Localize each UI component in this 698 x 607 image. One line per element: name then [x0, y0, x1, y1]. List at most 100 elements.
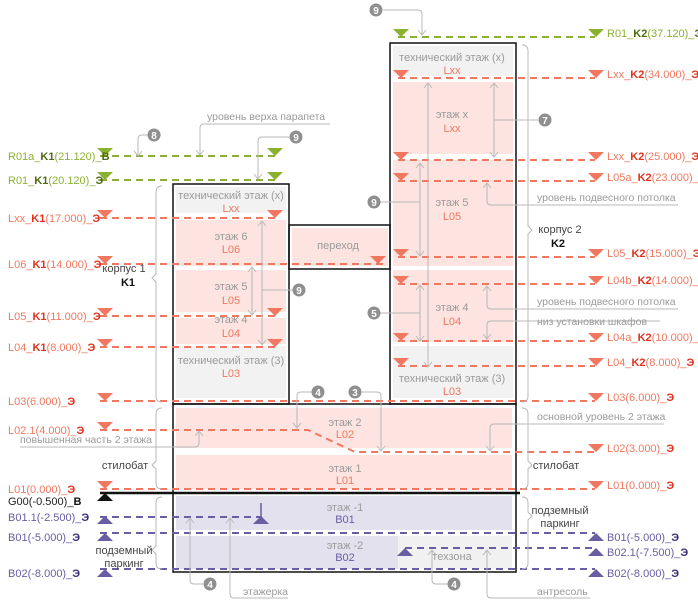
level-label-b02-1-right: B02.1(-7.500)_Э	[607, 547, 688, 559]
k1-brace	[151, 185, 163, 403]
passage-title: переход	[317, 240, 359, 252]
k1-floor4-title: этаж 4	[215, 314, 248, 326]
floor-labels: технический этаж (x) Lxx этаж 6 L06 этаж…	[178, 52, 505, 564]
k1-tech3-fill	[176, 346, 286, 398]
marker-9-parapet: 9	[289, 130, 303, 144]
k2-tech3-fill	[393, 346, 513, 398]
parking-right-line2: паркинг	[540, 518, 579, 530]
level-label-lxx-k2-25: Lxx_K2(25.000)_Э	[607, 151, 698, 163]
k2-tech-x-code: Lxx	[443, 65, 461, 77]
triangle-down-icon	[267, 210, 283, 218]
level-label-r01-k2: R01_K2(37.120)_Э	[607, 28, 698, 40]
marker-4-right: 4	[447, 577, 461, 591]
triangle-down-icon	[588, 29, 604, 37]
triangle-down-icon	[97, 256, 113, 264]
techzone-fill	[398, 536, 512, 569]
triangle-down-icon	[97, 339, 113, 347]
level-label-b02-left: B02(-8.000)_Э	[8, 568, 80, 580]
stylobate-right-brace	[521, 407, 533, 490]
triangle-up-icon	[588, 533, 604, 541]
svg-text:4: 4	[451, 580, 457, 591]
k2-floor5-code: L05	[443, 211, 461, 223]
k1-tech-x-fill	[176, 187, 286, 213]
triangle-up-icon	[588, 548, 604, 556]
basement2-code: B02	[335, 552, 355, 564]
triangle-down-icon	[393, 276, 409, 284]
k1-tech3-title: технический этаж (3)	[178, 355, 284, 367]
level-label-l02-1-left: L02.1(4.000)_Э	[8, 425, 85, 437]
stylobate-right-label: стилобат	[533, 460, 579, 472]
triangle-down-icon	[97, 172, 113, 180]
k1-tech-x-code: Lxx	[222, 203, 240, 215]
floor2-fill	[176, 408, 512, 448]
marker-9-k2: 9	[367, 195, 381, 209]
note-mezzanine: антресоль	[537, 586, 588, 598]
floor1-title: этаж 1	[329, 463, 362, 475]
marker-9-k1: 9	[292, 283, 306, 297]
triangle-down-icon	[393, 29, 409, 37]
note-parapet: уровень верха парапета	[207, 111, 325, 123]
triangle-up-icon	[97, 569, 113, 577]
triangle-down-icon	[97, 481, 113, 489]
triangle-down-icon	[588, 481, 604, 489]
l02-line	[100, 429, 595, 453]
basement1-code: B01	[335, 514, 355, 526]
level-label-r01a-k1: R01a_K1(21.120)_В	[8, 151, 110, 163]
level-label-g00-left: G00(-0.500)_В	[8, 496, 81, 508]
triangle-up-icon	[588, 569, 604, 577]
leaders	[20, 9, 678, 599]
triangle-down-icon	[97, 148, 113, 156]
level-label-l03-right: L03(6.000)_Э	[607, 392, 674, 404]
k2-group-code: K2	[551, 238, 565, 250]
triangle-down-icon	[588, 152, 604, 160]
svg-text:9: 9	[371, 198, 377, 209]
triangle-down-icon	[588, 70, 604, 78]
k2-floor4-code: L04	[443, 316, 461, 328]
k2-floorx-title: этаж x	[436, 109, 469, 121]
svg-text:9: 9	[296, 286, 302, 297]
note-ceiling-1: уровень подвесного потолка	[537, 192, 676, 204]
k2-tech3-code: L03	[443, 386, 461, 398]
triangle-down-icon	[588, 173, 604, 181]
triangle-up-icon	[97, 516, 113, 524]
marker-5: 5	[367, 306, 381, 320]
triangle-down-icon	[393, 358, 409, 366]
triangle-down-icon	[393, 173, 409, 181]
note-main-2nd: основной уровень 2 этажа	[537, 411, 665, 423]
k2-floor4-fill	[393, 270, 513, 342]
marker-9-top: 9	[369, 3, 383, 17]
k2-floorx-code: Lxx	[443, 123, 461, 135]
svg-text:7: 7	[542, 116, 548, 127]
level-label-l04-k1: L04_K1(8.000)_Э	[8, 342, 96, 354]
svg-text:9: 9	[373, 6, 379, 17]
marker-7: 7	[538, 113, 552, 127]
k2-floor4-title: этаж 4	[436, 302, 469, 314]
notes: уровень верха парапета повышенная часть …	[20, 111, 676, 598]
level-label-b02-right: B02(-8.000)_Э	[607, 568, 679, 580]
k1-tech-x-title: технический этаж (x)	[178, 190, 284, 202]
triangle-down-icon	[393, 152, 409, 160]
k1-floor4-code: L04	[222, 328, 240, 340]
svg-text:4: 4	[315, 388, 321, 399]
note-shelf: этажерка	[243, 586, 288, 598]
level-label-b01-1-left: B01.1(-2.500)_Э	[8, 512, 89, 524]
floor1-fill	[176, 455, 512, 489]
level-triangles	[97, 29, 604, 577]
triangle-up-icon	[397, 548, 413, 556]
parking-left-line1: подземный	[96, 545, 153, 557]
level-label-r01-k1: R01_K1(20.120)_Э	[8, 175, 103, 187]
k2-tech-x-title: технический этаж (x)	[399, 52, 505, 64]
k1-floor5-code: L05	[222, 295, 240, 307]
svg-text:4: 4	[207, 580, 213, 591]
k2-floorx-fill	[393, 82, 513, 154]
triangle-down-icon	[267, 339, 283, 347]
level-label-l06-k1: L06_K1(14.000)_Э	[8, 259, 102, 271]
triangle-down-icon	[97, 308, 113, 316]
triangle-down-icon	[97, 422, 113, 430]
k2-floor5-fill	[393, 160, 513, 266]
level-label-l04-k2: L04_K2(8.000)_Э	[607, 357, 695, 369]
parking-left-line2: паркинг	[104, 558, 143, 570]
triangle-down-icon	[267, 148, 283, 156]
level-lines	[100, 36, 595, 570]
